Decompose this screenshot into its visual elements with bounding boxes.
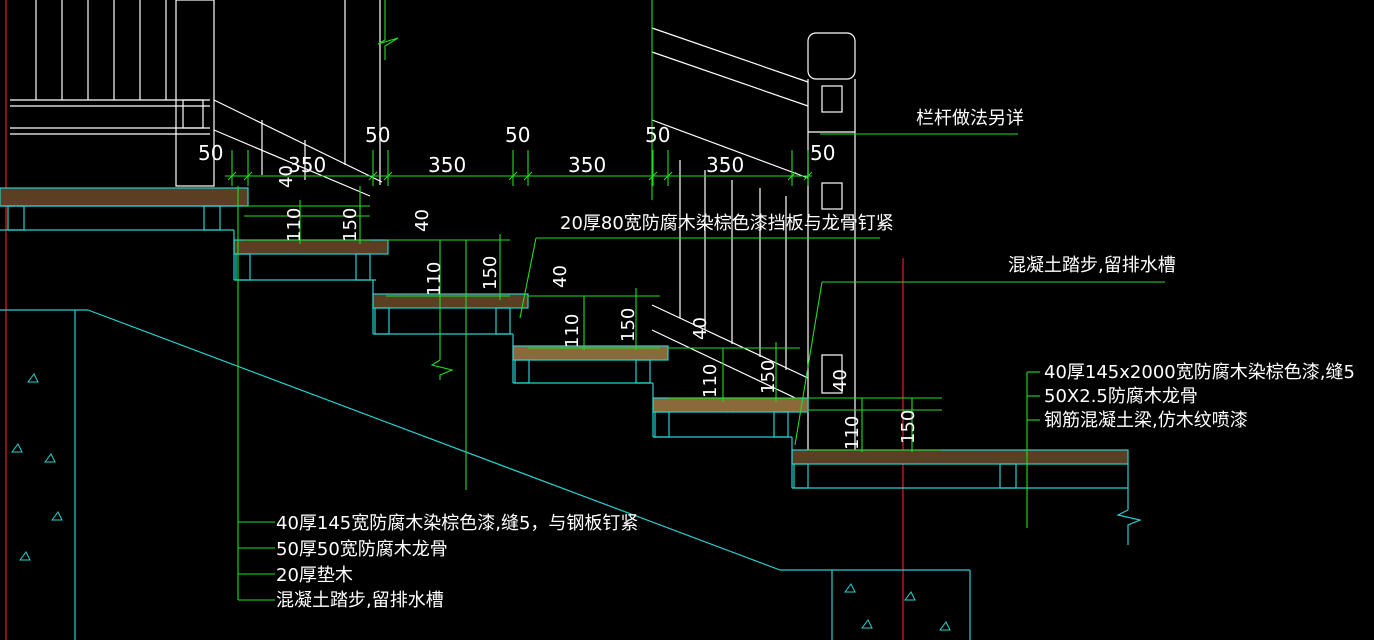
dim-40-e: 40 bbox=[830, 369, 851, 392]
concrete-hatch bbox=[11, 373, 951, 631]
dim-110-d: 110 bbox=[700, 364, 721, 398]
note-tread-top: 混凝土踏步,留排水槽 bbox=[1008, 255, 1176, 276]
axis-lines bbox=[5, 0, 904, 640]
dim-150-a: 150 bbox=[340, 208, 361, 242]
upper-railing bbox=[10, 0, 383, 197]
dim-top-7: 50 bbox=[645, 123, 670, 147]
note-left-1: 40厚145宽防腐木染棕色漆,缝5，与钢板钉紧 bbox=[276, 513, 638, 534]
dim-top-8: 350 bbox=[706, 153, 744, 177]
stair-structure bbox=[0, 187, 1142, 640]
note-left-3: 20厚垫木 bbox=[276, 565, 353, 586]
dim-40-b: 40 bbox=[412, 209, 433, 232]
dim-150-c: 150 bbox=[618, 308, 639, 342]
dim-top-9: 50 bbox=[810, 141, 835, 165]
dim-top-4: 350 bbox=[428, 153, 466, 177]
lower-railing bbox=[651, 27, 856, 450]
dim-110-b: 110 bbox=[424, 262, 445, 296]
note-left-4: 混凝土踏步,留排水槽 bbox=[276, 590, 444, 611]
dim-40-c: 40 bbox=[550, 265, 571, 288]
dim-top-1: 50 bbox=[198, 141, 223, 165]
note-right-2: 50X2.5防腐木龙骨 bbox=[1044, 386, 1198, 407]
note-right-3: 钢筋混凝土梁,仿木纹喷漆 bbox=[1044, 410, 1248, 431]
dim-top-3: 50 bbox=[365, 123, 390, 147]
dim-110-e: 110 bbox=[842, 416, 863, 450]
dim-40-a: 40 bbox=[276, 165, 297, 188]
dim-top-5: 50 bbox=[505, 123, 530, 147]
dim-110-a: 110 bbox=[284, 208, 305, 242]
step-dimensions: 40 110 150 40 110 150 40 110 150 40 110 … bbox=[276, 165, 919, 450]
dim-top-6: 350 bbox=[568, 153, 606, 177]
note-right-1: 40厚145x2000宽防腐木染棕色漆,缝5 bbox=[1044, 362, 1355, 383]
top-dimensions: 50 350 50 350 50 350 50 350 50 bbox=[198, 123, 835, 177]
dim-150-b: 150 bbox=[480, 256, 501, 290]
note-fascia: 20厚80宽防腐木染棕色漆挡板与龙骨钉紧 bbox=[560, 213, 894, 234]
dimension-lines bbox=[225, 0, 1165, 601]
dim-110-c: 110 bbox=[562, 314, 583, 348]
dim-top-2: 350 bbox=[288, 153, 326, 177]
note-railing: 栏杆做法另详 bbox=[916, 108, 1024, 129]
dim-40-d: 40 bbox=[690, 317, 711, 340]
annotations: 栏杆做法另详 20厚80宽防腐木染棕色漆挡板与龙骨钉紧 混凝土踏步,留排水槽 4… bbox=[276, 108, 1355, 611]
note-left-2: 50厚50宽防腐木龙骨 bbox=[276, 539, 448, 560]
dim-150-d: 150 bbox=[758, 360, 779, 394]
dim-150-e: 150 bbox=[898, 410, 919, 444]
